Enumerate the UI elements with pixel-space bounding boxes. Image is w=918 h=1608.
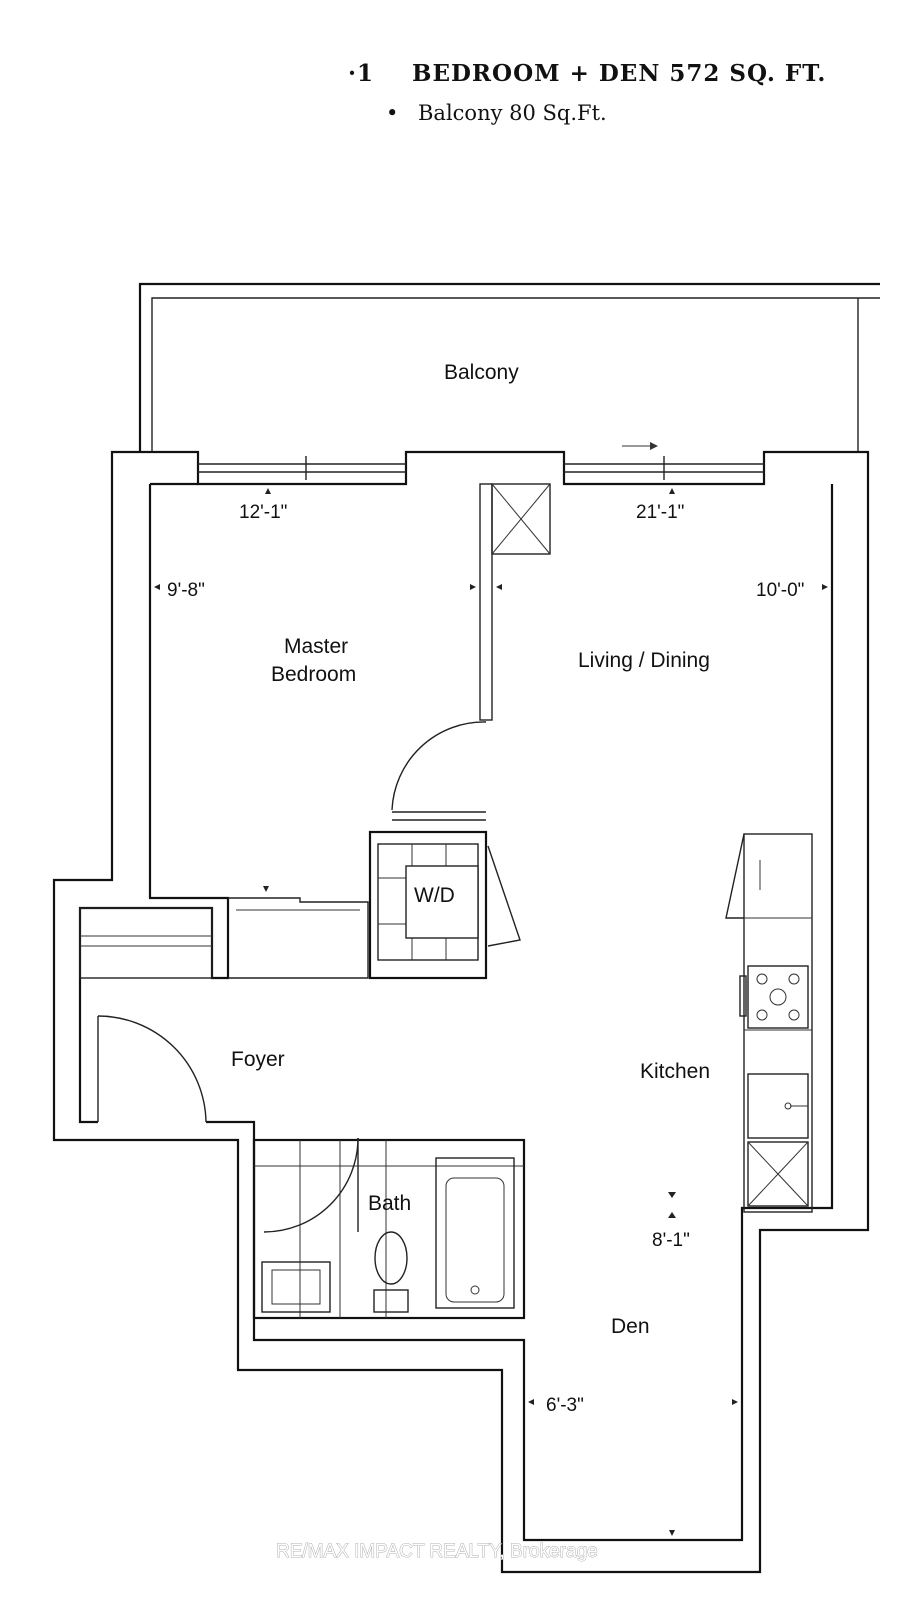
foyer-closet <box>79 907 213 979</box>
fridge-icon <box>747 1141 809 1207</box>
unit-icon: ·1 <box>348 60 374 87</box>
kitchen-counter <box>725 833 813 1213</box>
wd-closet <box>368 830 521 980</box>
kitchen-label: Kitchen <box>640 1060 710 1083</box>
den-label: Den <box>611 1315 650 1338</box>
master-bedroom-label-1: Master <box>284 635 348 658</box>
foyer-label: Foyer <box>231 1048 285 1071</box>
stove-icon <box>747 965 809 1029</box>
balcony-area: Balcony 80 Sq.Ft. <box>418 101 607 125</box>
bedroom-window <box>198 456 406 480</box>
shaft-box <box>491 483 551 555</box>
master-bedroom-label-2: Bedroom <box>271 663 356 686</box>
interior-outline <box>78 484 834 1542</box>
sink-icon <box>261 1261 331 1313</box>
living-width-dim: 21'-1" <box>636 502 684 523</box>
slide-arrow-icon <box>650 442 658 450</box>
toilet-icon <box>374 1231 408 1285</box>
bath-label: Bath <box>368 1192 411 1215</box>
bedroom-width-dim: 12'-1" <box>239 502 287 523</box>
watermark: RE/MAX IMPACT REALTY, Brokerage <box>276 1541 598 1562</box>
den-depth-dim: 8'-1" <box>652 1230 690 1251</box>
balcony-label: Balcony <box>444 361 519 384</box>
balcony-railing <box>138 282 880 452</box>
bedroom-living-wall <box>479 483 551 721</box>
bedroom-depth-dim: 9'-8" <box>167 580 205 601</box>
bedroom-closet <box>228 897 369 979</box>
living-depth-dim: 10'-0" <box>756 580 804 601</box>
exterior-walls <box>52 450 870 1574</box>
den-width-dim: 6'-3" <box>546 1395 584 1416</box>
living-dining-label: Living / Dining <box>578 649 710 672</box>
bedroom-door <box>391 721 487 821</box>
bathtub-icon <box>435 1157 515 1309</box>
bathroom <box>252 1137 526 1320</box>
entry-door <box>97 1015 207 1123</box>
unit-title: BEDROOM + DEN 572 SQ. FT. <box>412 60 826 87</box>
living-sliding-door <box>564 442 764 480</box>
dimension-ticks <box>154 488 828 1536</box>
bullet-icon: • <box>386 101 398 125</box>
wd-label: W/D <box>414 884 455 907</box>
